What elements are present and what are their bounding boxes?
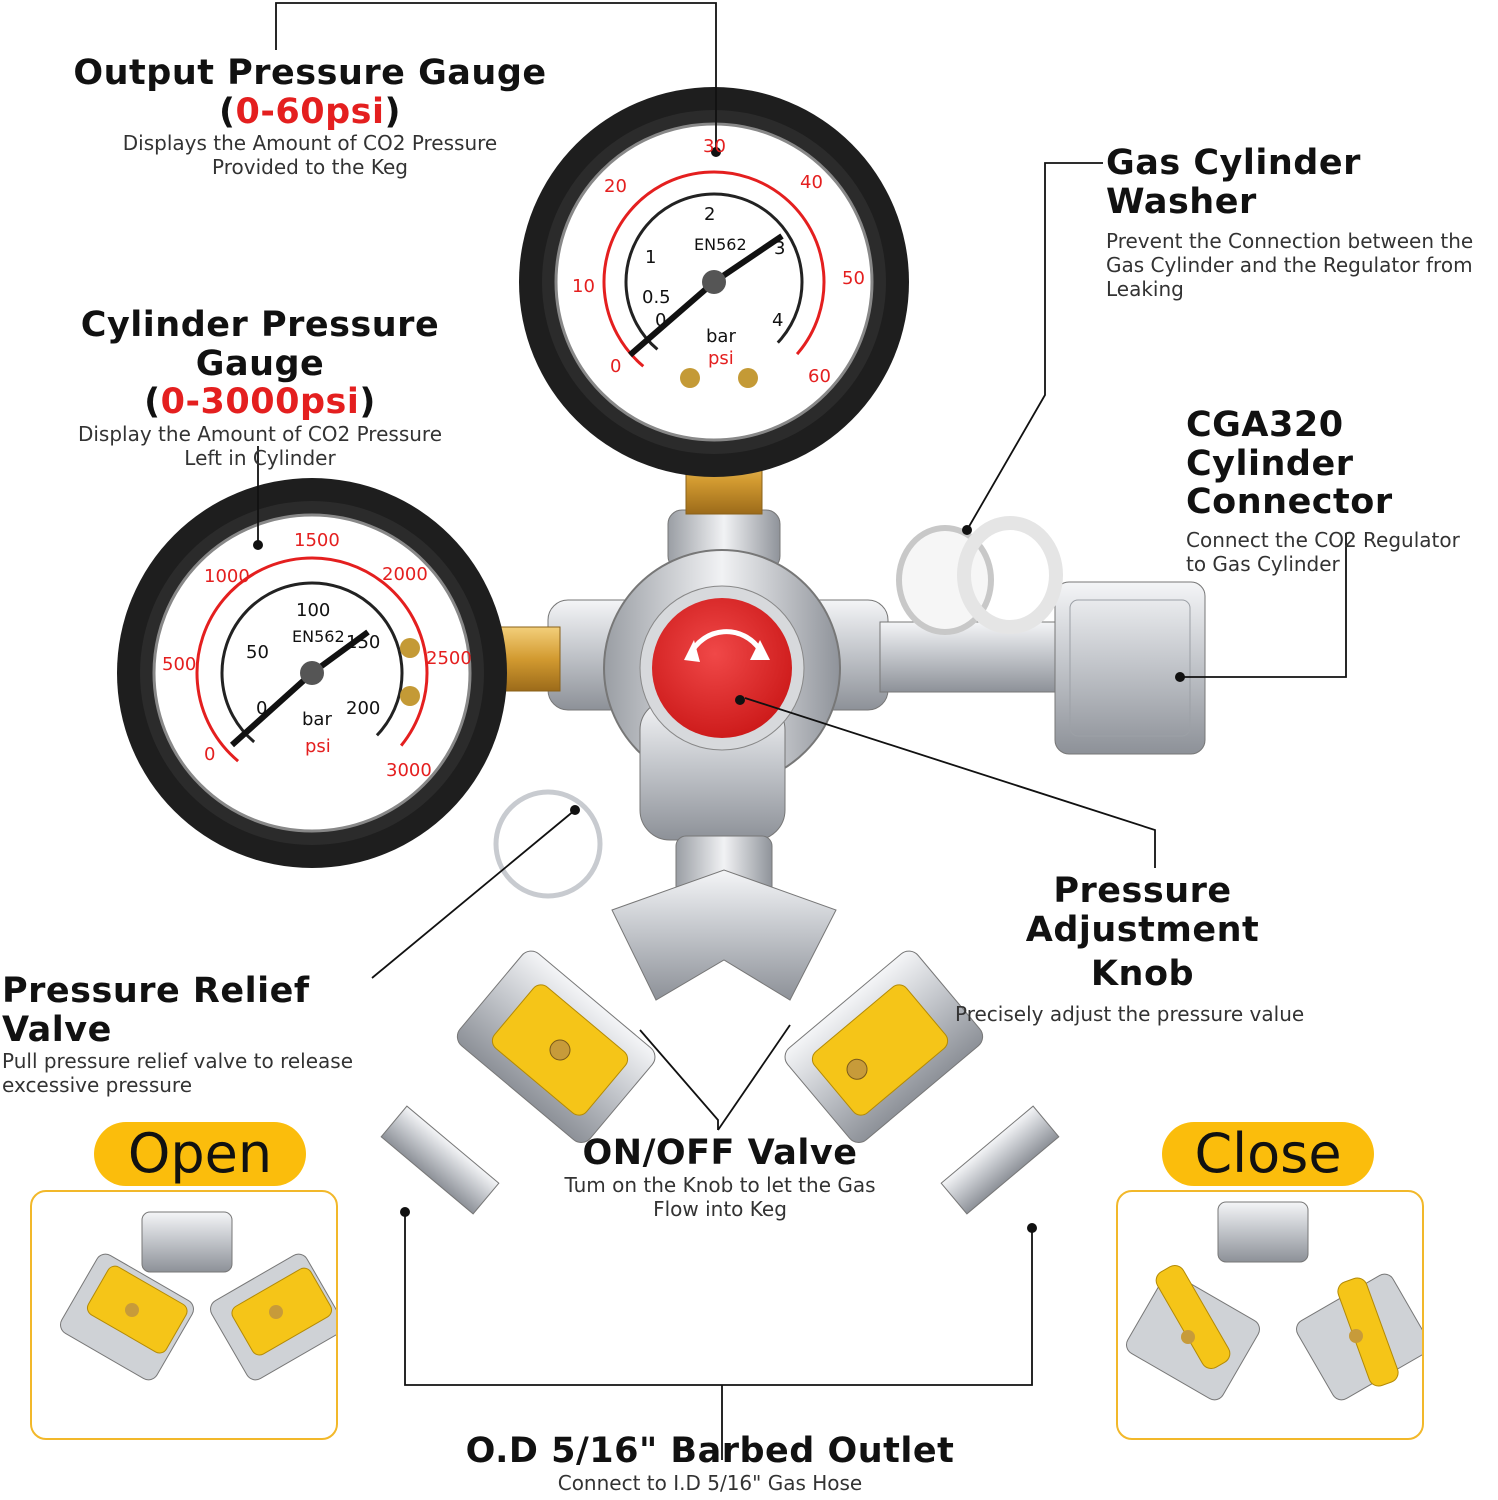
output-bar-tick: 2: [704, 204, 715, 225]
washer-title: Gas Cylinder Washer: [1106, 143, 1361, 222]
cylinder-psi-tick: 3000: [386, 760, 432, 781]
close-valve-image: [1126, 1201, 1422, 1401]
output-bar-tick: 0.5: [642, 287, 671, 308]
output-gauge-unit-psi: psi: [708, 348, 734, 369]
output-gauge-desc-1: Displays the Amount of CO2 Pressure: [122, 131, 498, 155]
output-pressure-gauge: [519, 87, 909, 477]
cylinder-psi-ticks: 0 500 1000 1500 2000 2500 3000: [162, 530, 472, 781]
output-psi-tick: 0: [610, 356, 621, 377]
washer-desc-2: Gas Cylinder and the Regulator from: [1106, 253, 1473, 277]
output-bar-tick: 4: [772, 310, 783, 331]
cylinder-gauge-range: (0-3000psi): [144, 382, 376, 422]
cylinder-psi-tick: 500: [162, 654, 196, 675]
cylinder-bar-tick: 100: [296, 600, 330, 621]
cylinder-pressure-gauge: [117, 478, 507, 868]
output-psi-tick: 20: [604, 176, 627, 197]
output-gauge-brand: EN562: [694, 235, 747, 254]
relief-title: Pressure Relief Valve: [2, 971, 310, 1050]
onoff-desc-2: Flow into Keg: [653, 1196, 787, 1221]
cylinder-gauge-brand: EN562: [292, 627, 345, 646]
cylinder-gauge-desc-1: Display the Amount of CO2 Pressure: [77, 421, 443, 446]
washer-desc-3: Leaking: [1106, 277, 1184, 301]
outlet-label: O.D 5/16" Barbed Outlet Connect to I.D 5…: [440, 1432, 980, 1495]
cylinder-gauge-range-value: 0-3000psi: [160, 382, 360, 422]
cylinder-psi-tick: 2000: [382, 564, 428, 585]
relief-label: Pressure Relief Valve Pull pressure reli…: [2, 972, 382, 1097]
open-badge: Open: [94, 1122, 306, 1186]
output-gauge-range: (0-60psi): [219, 91, 401, 132]
output-bar-tick: 1: [645, 247, 656, 268]
output-gauge-title: Output Pressure Gauge: [73, 53, 547, 93]
onoff-title: ON/OFF Valve: [582, 1133, 858, 1173]
output-bar-tick: 3: [774, 238, 785, 259]
open-badge-label: Open: [127, 1122, 273, 1185]
output-psi-tick: 10: [572, 276, 595, 297]
cylinder-bar-tick: 200: [346, 698, 380, 719]
cylinder-gauge-title: Cylinder Pressure Gauge: [80, 305, 440, 384]
cylinder-gauge-desc-2: Left in Cylinder: [184, 445, 336, 470]
output-psi-tick: 30: [703, 136, 726, 157]
cylinder-psi-tick: 1500: [294, 530, 340, 551]
relief-desc-1: Pull pressure relief valve to release: [2, 1049, 354, 1073]
cylinder-psi-tick: 2500: [426, 648, 472, 669]
output-gauge-range-value: 0-60psi: [235, 91, 385, 132]
close-badge: Close: [1162, 1122, 1374, 1186]
close-badge-label: Close: [1194, 1122, 1342, 1185]
pressure-adjustment-knob: [639, 585, 805, 751]
knob-title-1: Pressure Adjustment: [1025, 871, 1260, 950]
output-psi-tick: 50: [842, 268, 865, 289]
relief-desc-2: excessive pressure: [2, 1073, 193, 1097]
cylinder-bar-tick: 0: [256, 698, 267, 719]
output-gauge-label: Output Pressure Gauge (0-60psi) Displays…: [60, 54, 560, 179]
output-gauge-unit-bar: bar: [706, 326, 736, 347]
onoff-label: ON/OFF Valve Tum on the Knob to let the …: [530, 1134, 910, 1221]
cylinder-psi-tick: 1000: [204, 566, 250, 587]
close-inset: [1116, 1190, 1424, 1440]
onoff-desc-1: Tum on the Knob to let the Gas: [564, 1172, 876, 1197]
connector-label: CGA320 Cylinder Connector Connect the CO…: [1186, 406, 1496, 576]
washer-label: Gas Cylinder Washer Prevent the Connecti…: [1106, 144, 1496, 301]
cylinder-psi-tick: 0: [204, 744, 215, 765]
washer-desc-1: Prevent the Connection between the: [1106, 229, 1474, 253]
open-inset: [30, 1190, 338, 1440]
cylinder-gauge-unit-psi: psi: [305, 736, 331, 757]
callout-lines: [257, 2, 1347, 1460]
knob-desc: Precisely adjust the pressure value: [955, 1001, 1305, 1026]
output-psi-tick: 60: [808, 366, 831, 387]
knob-label: Pressure Adjustment Knob Precisely adjus…: [955, 872, 1330, 1026]
outlet-desc: Connect to I.D 5/16" Gas Hose: [557, 1470, 863, 1495]
connector-title-2: Connector: [1186, 482, 1393, 522]
cylinder-bar-tick: 150: [346, 632, 380, 653]
connector-title-1: CGA320 Cylinder: [1186, 405, 1354, 484]
outlet-title: O.D 5/16" Barbed Outlet: [465, 1431, 955, 1471]
output-psi-ticks: 0 10 20 30 40 50 60: [572, 136, 865, 387]
output-gauge-desc-2: Provided to the Keg: [212, 155, 408, 179]
cylinder-bar-tick: 50: [246, 642, 269, 663]
open-valve-image: [60, 1211, 336, 1381]
output-psi-tick: 40: [800, 172, 823, 193]
cylinder-gauge-unit-bar: bar: [302, 709, 332, 730]
connector-desc-2: to Gas Cylinder: [1186, 551, 1340, 576]
output-bar-ticks: 0 0.5 1 2 3 4: [642, 204, 785, 331]
output-bar-tick: 0: [655, 310, 666, 331]
cylinder-bar-ticks: 0 50 100 150 200: [246, 600, 380, 719]
cylinder-gauge-label: Cylinder Pressure Gauge (0-3000psi) Disp…: [20, 306, 500, 470]
knob-title-2: Knob: [1090, 954, 1195, 994]
connector-desc-1: Connect the CO2 Regulator: [1186, 527, 1460, 552]
